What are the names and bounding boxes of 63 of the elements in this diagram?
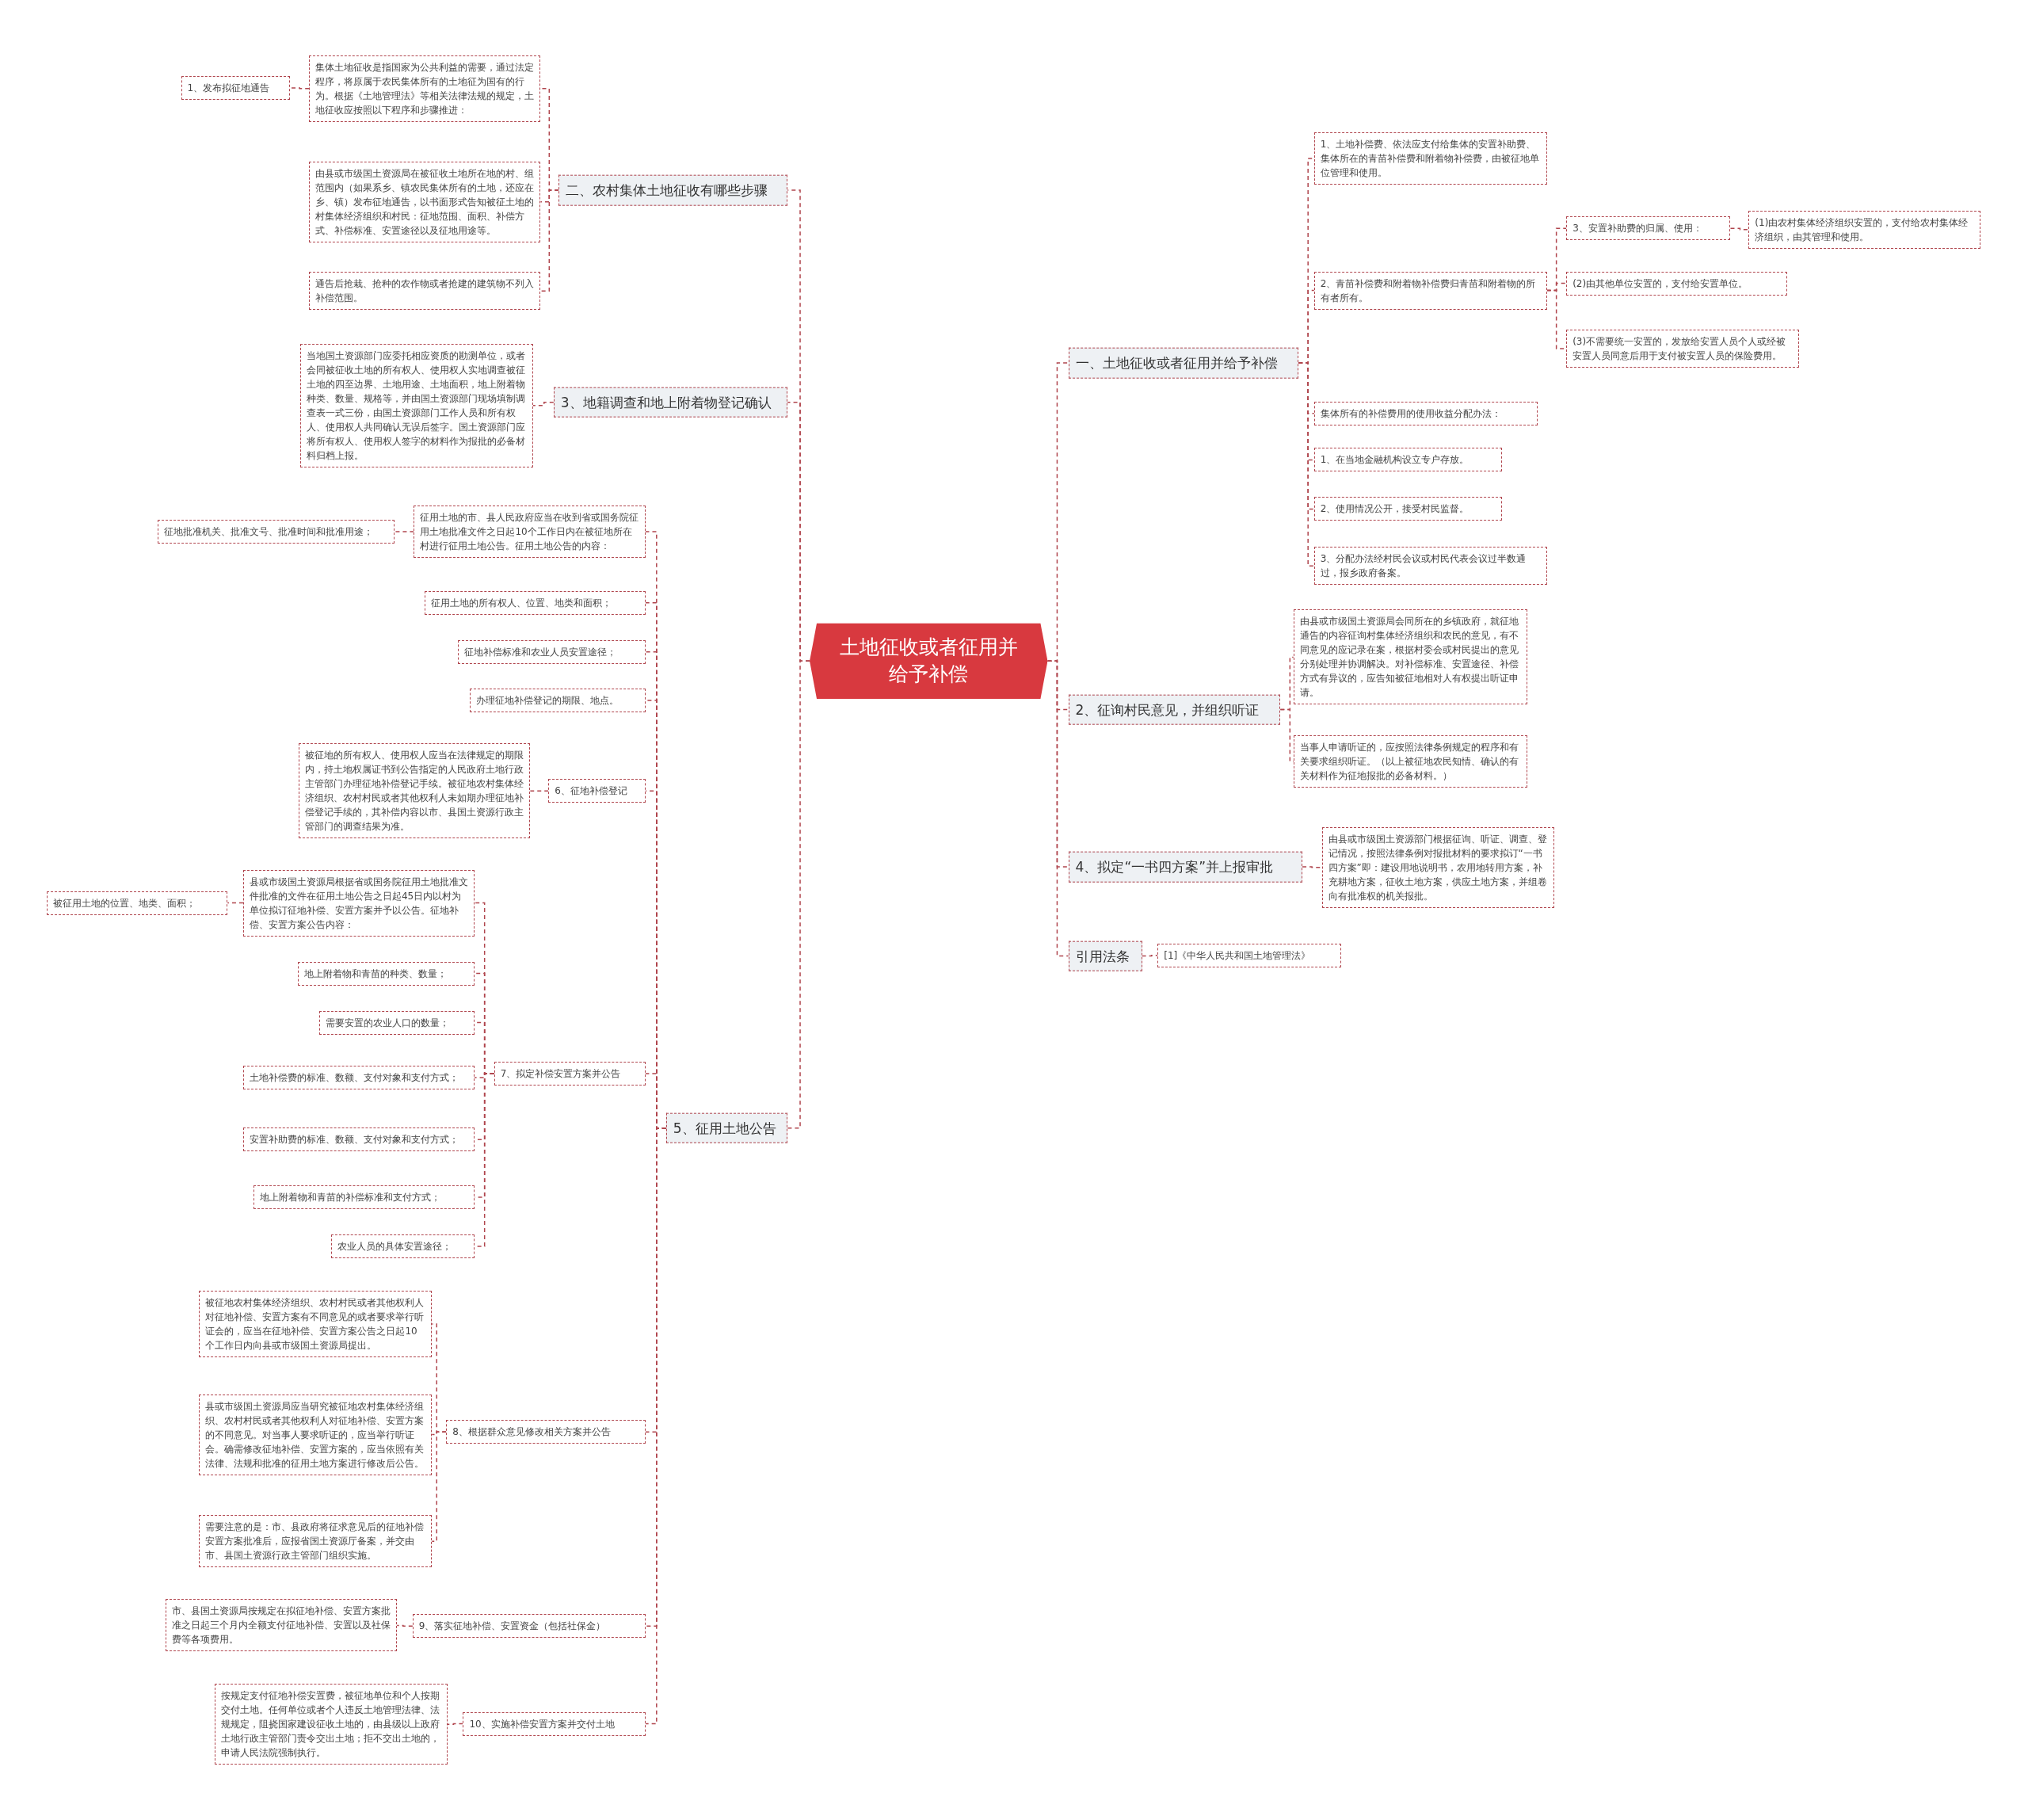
- connector-line: [539, 189, 560, 292]
- note-card: (1)由农村集体经济组织安置的，支付给农村集体经济组织，由其管理和使用。: [1748, 210, 1980, 249]
- note-card: 3、安置补助费的归属、使用：: [1566, 216, 1731, 241]
- connector-line: [1046, 660, 1069, 957]
- note-card: 由县或市级国土资源部门根据征询、听证、调查、登记情况，按照法律条例对报批材料的要求拟订“一书四方案”即：建设用地说明书，农用地转用方案，补充耕地方案，征收土地方案，供应土地方案，并组卷向有批准权的机关报批。: [1321, 826, 1555, 908]
- note-card: 土地补偿费的标准、数额、支付对象和支付方式；: [242, 1066, 475, 1089]
- note-card: (2)由其他单位安置的，支付给安置单位。: [1566, 271, 1788, 296]
- note-card: 7、拟定补偿安置方案并公告: [494, 1062, 646, 1086]
- note-card: 办理征地补偿登记的期限、地点。: [469, 689, 646, 713]
- branch-topic: 5、征用土地公告: [665, 1112, 788, 1143]
- note-card: 9、落实征地补偿、安置资金（包括社保金）: [412, 1614, 646, 1639]
- note-card: 市、县国土资源局按规定在拟征地补偿、安置方案批准之日起三个月内全额支付征地补偿、安置以及社保费等各项费用。: [165, 1599, 398, 1652]
- connector-line: [396, 1624, 414, 1627]
- note-card: 需要安置的农业人口的数量；: [319, 1010, 475, 1035]
- note-card: 1、发布拟征地通告: [181, 76, 290, 100]
- branch-topic: 引用法条: [1068, 941, 1142, 971]
- note-card: 征用土地的市、县人民政府应当在收到省或国务院征用土地批准文件之日起10个工作日内在被征地所在村进行征用土地公告。征用土地公告的内容：: [414, 506, 646, 558]
- note-card: 1、土地补偿费、依法应支付给集体的安置补助费、集体所在的青苗补偿费和附着物补偿费，由被征地单位管理和使用。: [1313, 132, 1547, 185]
- note-card: 由县或市级国土资源局会同所在的乡镇政府，就征地通告的内容征询村集体经济组织和农民的意见，有不同意见的应记录在案，根据村委会或村民提出的意见分别处理并协调解决。对补偿标准、安置途径、补偿方式有异议的，应告知被征地相对人有权提出听证申请。: [1293, 609, 1528, 705]
- note-card: 被征用土地的位置、地类、面积；: [46, 891, 228, 915]
- note-card: 征用土地的所有权人、位置、地类和面积；: [424, 590, 646, 615]
- note-card: 当地国土资源部门应委托相应资质的勘测单位，或者会同被征收土地的所有权人、使用权人实地调查被征土地的四至边界、土地用途、土地面积，地上附着物种类、数量、规格等，并由国土资源部门现场填制调查表一式三份，由国土资源部门工作人员和所有权人、使用权人共同确认无误后签字。国土资源部门应将所有权人、使用权人签字的材料作为报批的必备材料归档上报。: [299, 343, 533, 467]
- note-card: 安置补助费的标准、数额、支付对象和支付方式；: [242, 1127, 475, 1152]
- note-card: 1、在当地金融机构设立专户存放。: [1313, 448, 1502, 472]
- note-card: 2、使用情况公开，接受村民监督。: [1313, 497, 1502, 521]
- branch-topic: 4、拟定“一书四方案”并上报审批: [1068, 851, 1303, 883]
- connector-line: [394, 531, 415, 532]
- note-card: 2、青苗补偿费和附着物补偿费归青苗和附着物的所有者所有。: [1313, 271, 1547, 310]
- note-card: 通告后抢栽、抢种的农作物或者抢建的建筑物不列入补偿范围。: [309, 272, 541, 311]
- note-card: 集体土地征收是指国家为公共利益的需要，通过法定程序，将原属于农民集体所有的土地征为国有的行为。根据《土地管理法》等相关法律法规的规定，土地征收应按照以下程序和步骤推进：: [309, 55, 541, 122]
- note-card: 征地补偿标准和农业人员安置途径；: [457, 639, 646, 664]
- note-card: [1]《中华人民共和国土地管理法》: [1157, 943, 1342, 967]
- note-card: 8、根据群众意见修改相关方案并公告: [446, 1420, 646, 1444]
- note-card: 县或市级国土资源局根据省或国务院征用土地批准文件批准的文件在征用土地公告之日起45日内以村为单位拟订征地补偿、安置方案并予以公告。征地补偿、安置方案公告内容：: [242, 869, 475, 937]
- note-card: 由县或市级国土资源局在被征收土地所在地的村、组范围内（如果系乡、镇农民集体所有的土地，还应在乡、镇）发布征地通告，以书面形式告知被征土地的村集体经济组织和村民：征地范围、面积、补偿方式、补偿标准、安置途径以及征地用途等。: [309, 161, 541, 242]
- note-card: 县或市级国土资源局应当研究被征地农村集体经济组织、农村村民或者其他权利人对征地补偿、安置方案的不同意见。对当事人要求听证的，应当举行听证会。确需修改征地补偿、安置方案的，应当依照有关法律、法规和批准的征用土地方案进行修改后公告。: [199, 1394, 433, 1475]
- note-card: 地上附着物和青苗的补偿标准和支付方式；: [254, 1185, 475, 1209]
- note-card: 6、征地补偿登记: [548, 779, 646, 803]
- branch-topic: 2、征询村民意见，并组织听证: [1068, 694, 1281, 725]
- note-card: 3、分配办法经村民会议或村民代表会议过半数通过，报乡政府备案。: [1313, 547, 1547, 586]
- connector-line: [431, 1431, 447, 1543]
- note-card: 当事人申请听证的，应按照法律条例规定的程序和有关要求组织听证。（以上被征地农民知情、确认的有关材料作为征地报批的必备材料。）: [1293, 734, 1528, 788]
- connector-line: [532, 402, 555, 406]
- note-card: 被征地的所有权人、使用权人应当在法律规定的期限内，持土地权属证书到公告指定的人民政府土地行政主管部门办理征地补偿登记手续。被征地农村集体经济组织、农村村民或者其他权利人未如期办理征地补偿登记手续的，其补偿内容以市、县国土资源行政主管部门的调查结果为准。: [299, 743, 531, 839]
- connector-line: [529, 790, 549, 792]
- note-card: 需要注意的是：市、县政府将征求意见后的征地补偿安置方案批准后，应报省国土资源厅备案，并交由市、县国土资源行政主管部门组织实施。: [199, 1515, 433, 1568]
- central-topic: 土地征收或者征用并给予补偿: [810, 623, 1048, 700]
- note-card: 集体所有的补偿费用的使用收益分配办法：: [1313, 401, 1538, 425]
- note-card: 被征地农村集体经济组织、农村村民或者其他权利人对征地补偿、安置方案有不同意见的或者要求举行听证会的，应当在征地补偿、安置方案公告之日起10个工作日内向县或市级国土资源局提出。: [199, 1291, 433, 1357]
- connector-line: [447, 1723, 464, 1726]
- connector-line: [227, 902, 244, 904]
- note-card: 10、实施补偿安置方案并交付土地: [463, 1711, 646, 1736]
- branch-topic: 3、地籍调查和地上附着物登记确认: [553, 387, 788, 418]
- note-card: 按规定支付征地补偿安置费，被征地单位和个人按期交付土地。任何单位或者个人违反土地管理法律、法规规定，阻挠国家建设征收土地的，由县级以上政府土地行政主管部门责令交出土地；拒不交出土地的，申请人民法院强制执行。: [215, 1684, 448, 1765]
- note-card: 征地批准机关、批准文号、批准时间和批准用途；: [158, 520, 395, 544]
- note-card: (3)不需要统一安置的，发放给安置人员个人或经被安置人员同意后用于支付被安置人员的保险费用。: [1566, 330, 1799, 368]
- note-card: 地上附着物和青苗的种类、数量；: [297, 961, 475, 986]
- note-card: 农业人员的具体安置途径；: [330, 1234, 475, 1259]
- branch-topic: 二、农村集体土地征收有哪些步骤: [558, 174, 788, 206]
- connector-line: [1141, 954, 1158, 957]
- connector-line: [1729, 227, 1750, 231]
- connector-line: [787, 660, 810, 1129]
- branch-topic: 一、土地征收或者征用并给予补偿: [1068, 347, 1299, 379]
